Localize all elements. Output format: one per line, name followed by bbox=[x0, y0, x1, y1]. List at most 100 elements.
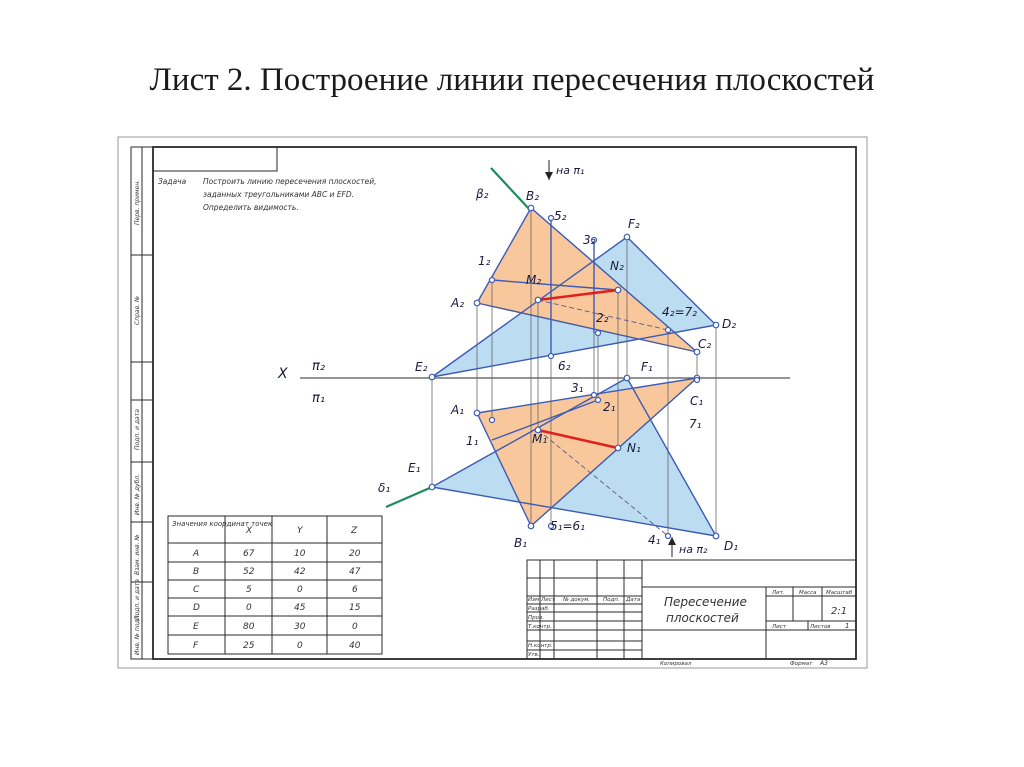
tb-sheet: Лист bbox=[771, 624, 787, 630]
coords-cell: 15 bbox=[349, 603, 361, 613]
title-block bbox=[526, 559, 857, 660]
tb-copied: Копировал bbox=[660, 661, 692, 667]
tb-row-razrab: Разраб. bbox=[528, 606, 550, 612]
coords-cell: 0 bbox=[352, 622, 358, 632]
task-line-2: заданных треугольниками ABC и EFD. bbox=[203, 190, 354, 199]
intersection-mn-frontal bbox=[537, 288, 619, 302]
coords-cell: 45 bbox=[294, 603, 306, 613]
trace-delta1-label: δ₁ bbox=[378, 481, 390, 495]
view-arrow-bottom: на π₂ bbox=[668, 537, 708, 557]
coords-cell: D bbox=[193, 603, 200, 613]
coords-cell: 40 bbox=[349, 641, 361, 651]
coords-col-x: X bbox=[245, 526, 253, 536]
coords-cell: 0 bbox=[297, 641, 303, 651]
point-markers bbox=[428, 204, 720, 540]
label-c2: C₂ bbox=[698, 337, 711, 351]
label-4-1: 4₁ bbox=[648, 533, 661, 547]
coords-cell: 47 bbox=[349, 567, 361, 577]
label-5-6-1: 5₁=6₁ bbox=[550, 519, 585, 533]
coords-cell: 0 bbox=[246, 603, 252, 613]
coords-cell: F bbox=[193, 641, 199, 651]
triangle-abc-horizontal bbox=[477, 378, 697, 526]
coords-cell: 52 bbox=[243, 567, 255, 577]
coords-table-cells: X Y Z A 67 10 20 B 52 42 47 C 5 0 6 D 0 … bbox=[192, 526, 361, 651]
label-e1: E₁ bbox=[408, 461, 421, 475]
coords-cell: 42 bbox=[294, 567, 306, 577]
tb-lit: Лит. bbox=[771, 590, 785, 596]
task-line-1: Построить линию пересечения плоскостей, bbox=[203, 177, 377, 186]
label-6-2: 6₂ bbox=[558, 359, 571, 373]
label-3-2: 3₂ bbox=[583, 233, 596, 247]
label-a2: A₂ bbox=[450, 296, 464, 310]
view-arrow-top: на π₁ bbox=[545, 160, 584, 180]
trace-beta2-label: β₂ bbox=[475, 187, 489, 201]
coords-col-y: Y bbox=[297, 526, 304, 536]
tb-row-nkontr: Н.контр. bbox=[528, 643, 553, 649]
label-1-1: 1₁ bbox=[466, 434, 479, 448]
stamp-podp-data-2: Подп. и дата bbox=[134, 579, 141, 620]
coords-cell: 6 bbox=[352, 585, 358, 595]
stamp-inv-dubl: Инв. № дубл. bbox=[134, 474, 141, 515]
stamp-inv-podl: Инв. № подл. bbox=[134, 614, 141, 655]
coords-cell: B bbox=[193, 567, 199, 577]
tb-name-line1: Пересечение bbox=[664, 595, 747, 609]
label-a1: A₁ bbox=[450, 403, 464, 417]
coords-cell: C bbox=[193, 585, 200, 595]
tb-sheets: Листов bbox=[809, 624, 831, 630]
stamp-podp-data-1: Подп. и дата bbox=[134, 409, 141, 450]
stamp-vzam-inv: Взам. инв. № bbox=[134, 534, 141, 575]
tb-format: Формат bbox=[790, 661, 813, 667]
tb-row-tkontr: Т.контр. bbox=[528, 624, 552, 630]
hidden-lines bbox=[476, 299, 698, 537]
tb-col-izm: Изм. bbox=[528, 597, 541, 603]
label-2-2: 2₂ bbox=[596, 311, 609, 325]
coords-cell: 30 bbox=[294, 622, 306, 632]
axis-pi2-label: π₂ bbox=[312, 359, 325, 374]
label-7-1: 7₁ bbox=[689, 417, 702, 431]
coords-table bbox=[167, 515, 383, 655]
coords-cell: E bbox=[193, 622, 199, 632]
coords-cell: 5 bbox=[246, 585, 252, 595]
tb-col-list: Лист bbox=[540, 597, 556, 603]
tb-col-dokum: № докум. bbox=[562, 597, 590, 603]
label-5-2: 5₂ bbox=[554, 209, 567, 223]
view-arrow-top-label: на π₁ bbox=[556, 164, 584, 177]
label-c1: C₁ bbox=[690, 394, 703, 408]
trace-delta1 bbox=[385, 485, 433, 509]
coords-col-z: Z bbox=[350, 526, 358, 536]
label-d1: D₁ bbox=[724, 539, 738, 553]
label-f1: F₁ bbox=[641, 360, 653, 374]
trace-beta2 bbox=[490, 167, 531, 211]
label-d2: D₂ bbox=[722, 317, 736, 331]
tb-scale-value: 2:1 bbox=[831, 606, 847, 617]
point-labels: B₂ 5₂ 3₂ F₂ 1₂ M₂ N₂ A₂ 2₂ 4₂=7₂ D₂ C₂ E… bbox=[408, 189, 738, 553]
label-n1: N₁ bbox=[627, 441, 641, 455]
title-block-text: Изм. Лист № докум. Подп. Дата Разраб. Пр… bbox=[528, 590, 853, 667]
label-f2: F₂ bbox=[628, 217, 640, 231]
coords-cell: 10 bbox=[294, 549, 306, 559]
task-label: Задача bbox=[158, 177, 187, 186]
view-arrow-bottom-label: на π₂ bbox=[679, 543, 708, 556]
top-left-box bbox=[152, 146, 278, 172]
coords-header-label: Значения координат точек bbox=[172, 520, 273, 528]
coords-cell: 80 bbox=[243, 622, 255, 632]
intersection-mn-horizontal bbox=[537, 428, 619, 450]
triangle-abc-frontal bbox=[477, 208, 697, 352]
stamp-perv-primen: Перв. примен. bbox=[134, 180, 141, 225]
label-1-2: 1₂ bbox=[478, 254, 491, 268]
task-line-3: Определить видимость. bbox=[203, 203, 299, 212]
tb-row-prov: Пров. bbox=[528, 615, 544, 621]
label-b1: B₁ bbox=[514, 536, 527, 550]
side-stamps bbox=[130, 146, 154, 660]
coords-cell: 0 bbox=[297, 585, 303, 595]
label-m2: M₂ bbox=[526, 273, 541, 287]
tb-col-data: Дата bbox=[625, 597, 641, 603]
axis-x-label: X bbox=[277, 366, 288, 382]
coords-cell: 25 bbox=[243, 641, 255, 651]
sheet-outer-border bbox=[117, 136, 868, 669]
label-n2: N₂ bbox=[610, 259, 624, 273]
tb-mass: Масса bbox=[799, 590, 817, 596]
label-3-1: 3₁ bbox=[571, 381, 584, 395]
label-e2: E₂ bbox=[415, 360, 428, 374]
